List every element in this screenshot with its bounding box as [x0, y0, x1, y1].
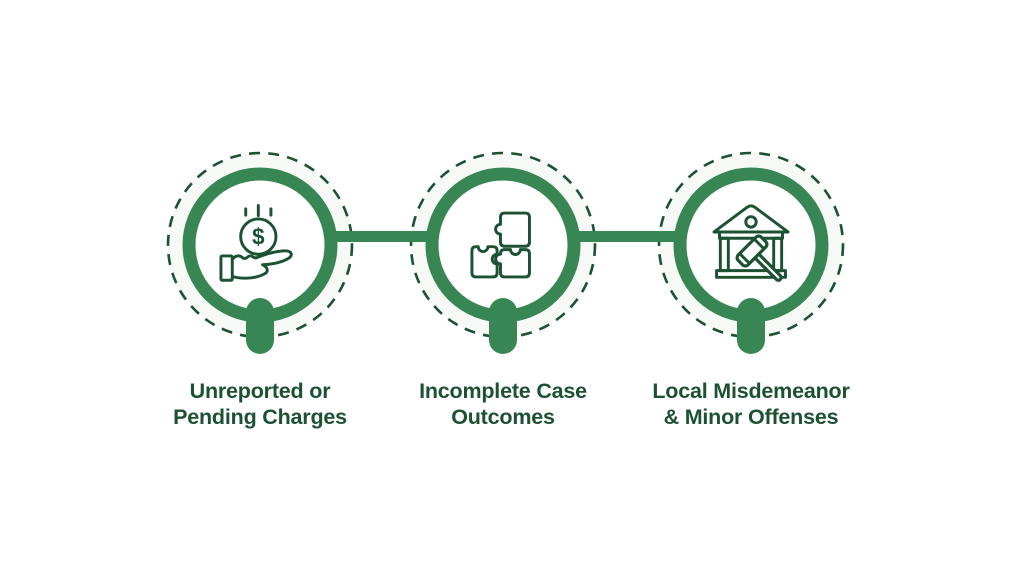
label-line-1: Unreported or [189, 379, 331, 403]
label-line-2: Pending Charges [173, 405, 347, 429]
dollar-symbol: $ [252, 224, 265, 250]
puzzle-icon [470, 211, 531, 279]
node-label: Unreported or Pending Charges [120, 378, 400, 430]
hand-coin-icon: $ [219, 204, 293, 282]
label-line-2: Outcomes [451, 405, 555, 429]
node-pin [489, 298, 517, 354]
node-label: Local Misdemeanor & Minor Offenses [611, 378, 891, 430]
courthouse-gavel-icon [712, 204, 790, 282]
gavel [735, 234, 783, 282]
connector-line [576, 231, 678, 242]
label-line-2: & Minor Offenses [663, 405, 839, 429]
node-pin [246, 298, 274, 354]
node-pin [737, 298, 765, 354]
connector-line [330, 231, 430, 242]
label-line-1: Incomplete Case [419, 379, 587, 403]
node-label: Incomplete Case Outcomes [363, 378, 643, 430]
label-line-1: Local Misdemeanor [652, 379, 850, 403]
